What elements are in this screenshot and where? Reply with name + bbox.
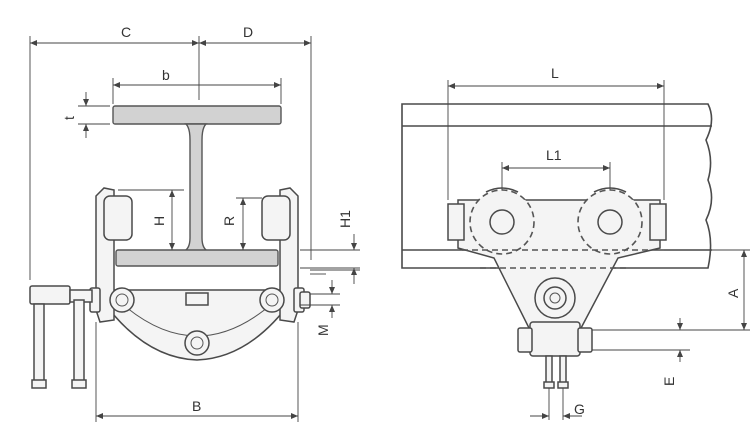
front-dimensions <box>29 36 360 422</box>
label-l1: L1 <box>546 147 562 163</box>
label-d: D <box>243 24 253 40</box>
label-g: G <box>574 401 585 417</box>
label-b-width: B <box>192 398 201 414</box>
label-t: t <box>61 116 77 120</box>
side-dimensions <box>447 80 750 420</box>
i-beam-section <box>112 105 282 267</box>
label-m: M <box>315 324 331 336</box>
label-h: H <box>151 216 167 226</box>
trolley-side-body <box>447 187 667 389</box>
label-b: b <box>162 67 170 83</box>
label-r: R <box>221 216 237 226</box>
label-l: L <box>551 65 559 81</box>
label-e: E <box>661 377 677 386</box>
adjust-screw <box>29 285 93 389</box>
side-view: L L1 A E G <box>401 65 750 420</box>
label-a: A <box>725 288 741 298</box>
clamp-body <box>89 187 311 361</box>
front-view: C D b t H R H1 M B <box>29 24 360 422</box>
label-h1: H1 <box>337 210 353 228</box>
label-c: C <box>121 24 131 40</box>
